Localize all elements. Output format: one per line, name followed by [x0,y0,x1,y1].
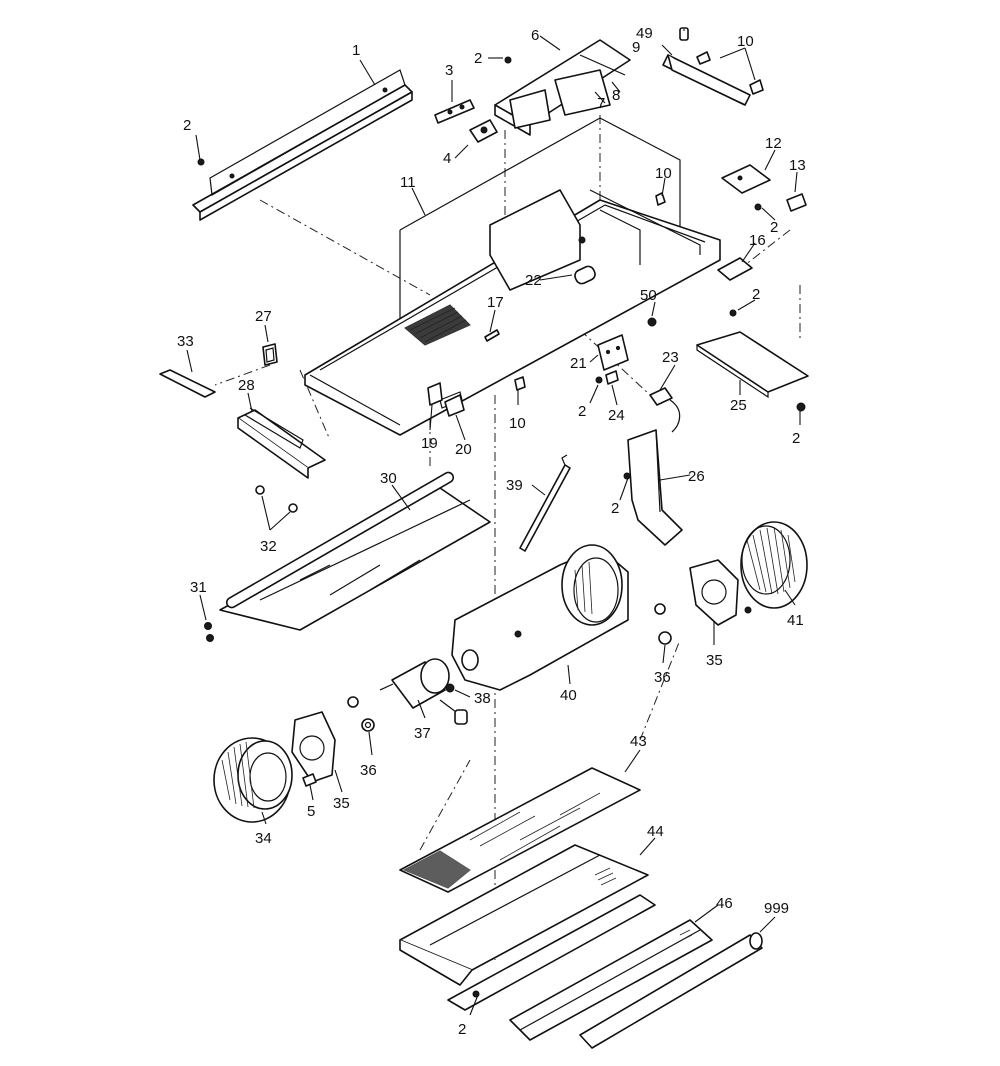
callout-34: 34 [255,830,272,847]
part-16-latch [717,257,753,281]
callout-35: 35 [333,795,350,812]
callout-2: 2 [183,117,191,134]
part-21-switch [597,334,629,371]
callout-4: 4 [443,150,451,167]
part-33-lamp-cover [159,369,216,398]
part-25-panel [696,331,809,399]
part-26-duct [627,429,683,546]
part-1-mounting-rail [192,69,413,221]
part-22-capacitor [574,265,596,285]
callout-11: 11 [400,174,416,191]
part-24-connector [605,370,619,385]
callout-41: 41 [787,612,804,629]
part-40-blower-housing [451,544,629,691]
callout-1: 1 [352,42,360,59]
callout-3: 3 [445,62,453,79]
callout-labels: 1 2 2 6 3 4 7 8 49 9 10 11 12 13 10 2 16… [177,25,806,1038]
callout-9: 9 [632,39,640,56]
callout-36: 36 [360,762,377,779]
callout-7: 7 [597,95,605,112]
callout-27: 27 [255,308,272,325]
callout-19: 19 [421,435,438,452]
leader-lines [186,29,801,1016]
callout-35: 35 [706,652,723,669]
callout-2: 2 [770,219,778,236]
callout-6: 6 [531,27,539,44]
part-11-main-housing [304,117,721,436]
part-36-bushings [347,603,672,732]
part-13-block [786,193,807,212]
callout-10: 10 [509,415,526,432]
callout-2: 2 [578,403,586,420]
part-39-rod [519,454,571,552]
part-43-grease-filter [399,767,641,893]
callout-26: 26 [688,468,705,485]
part-28-light-bracket [237,407,326,479]
callout-39: 39 [506,477,523,494]
callout-28: 28 [238,377,255,394]
part-23-socket [649,387,681,433]
callout-31: 31 [190,579,207,596]
part-17-pin [484,329,500,342]
part-32-bulbs [255,485,298,513]
part-46-trim [509,919,713,1041]
callout-25: 25 [730,397,747,414]
callout-17: 17 [487,294,504,311]
part-3-plate [434,99,475,124]
callout-20: 20 [455,441,472,458]
part-50-screw [647,317,657,327]
callout-5: 5 [307,803,315,820]
screw-markers [197,56,806,998]
callout-22: 22 [525,272,542,289]
part-35-motor-mount-left [291,711,336,783]
callout-46: 46 [716,895,733,912]
part-35-motor-mount-right [689,559,752,626]
callout-49: 49 [636,25,653,42]
part-12-bracket [721,164,771,194]
callout-40: 40 [560,687,577,704]
part-9-bracket [662,54,751,106]
callout-24: 24 [608,407,625,424]
part-27-lens [262,343,278,366]
callout-8: 8 [612,87,620,104]
part-49-fastener [679,27,689,41]
part-5-nut [302,773,317,787]
part-38-screw [445,683,455,693]
callout-2: 2 [474,50,482,67]
callout-30: 30 [380,470,397,487]
part-6-top-bracket [494,39,631,136]
part-999-tube [579,932,763,1049]
callout-37: 37 [414,725,431,742]
part-4-switch [469,119,498,143]
callout-999: 999 [764,900,789,917]
callout-10: 10 [655,165,672,182]
part-41-blower-wheel [740,521,808,609]
part-31-screws [204,622,214,642]
callout-43: 43 [630,733,647,750]
part-34-blower-wheel [213,737,293,823]
callout-21: 21 [570,355,587,372]
callout-2: 2 [458,1021,466,1038]
callout-12: 12 [765,135,782,152]
part-19-bracket [427,382,443,406]
part-44-bottom-pan [399,844,656,1011]
callout-32: 32 [260,538,277,555]
callout-2: 2 [752,286,760,303]
callout-2: 2 [792,430,800,447]
part-10-clips [514,51,764,391]
callout-16: 16 [749,232,766,249]
callout-44: 44 [647,823,664,840]
callout-33: 33 [177,333,194,350]
callout-10: 10 [737,33,754,50]
callout-36: 36 [654,669,671,686]
part-30-glass-panel [219,471,491,631]
part-20-clip [444,394,465,417]
callout-38: 38 [474,690,491,707]
callout-2: 2 [611,500,619,517]
part-37-motor [379,658,468,725]
callout-13: 13 [789,157,806,174]
callout-50: 50 [640,287,657,304]
callout-23: 23 [662,349,679,366]
